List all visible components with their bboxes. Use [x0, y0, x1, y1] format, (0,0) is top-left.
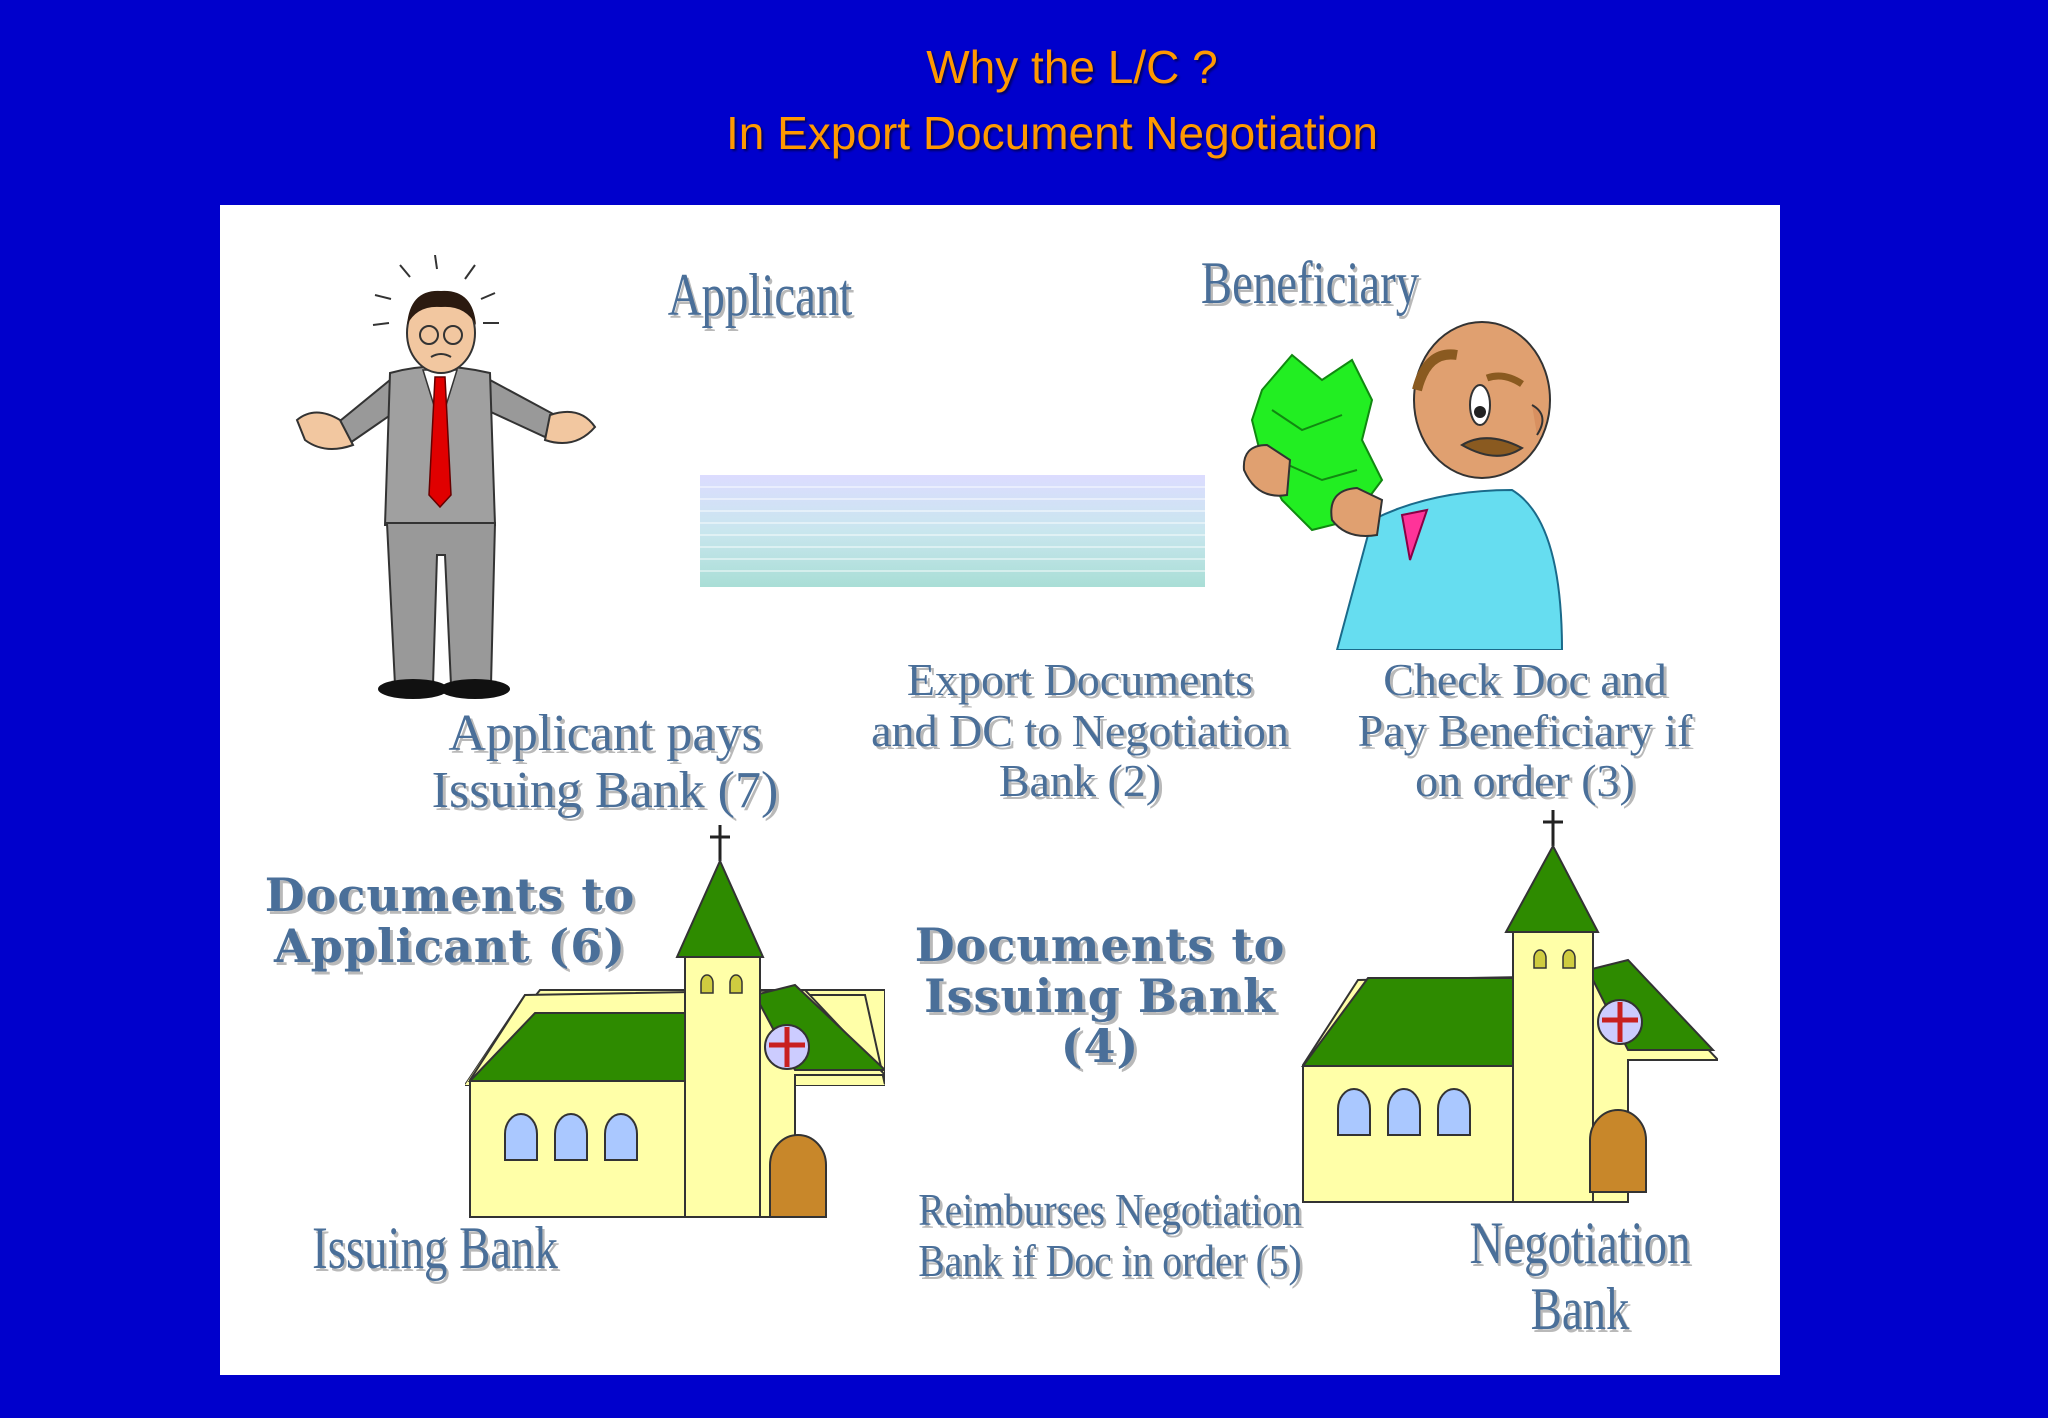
step-6-label: Documents to Applicant (6)	[235, 870, 665, 971]
step-2-line-2: and DC to Negotiation	[871, 704, 1289, 756]
beneficiary-label: Beneficiary	[1200, 250, 1420, 316]
issuing-bank-church-icon	[465, 825, 885, 1218]
step-7-line-2: Issuing Bank (7)	[431, 762, 779, 820]
step-5-line-2: Bank if Doc in order (5)	[918, 1234, 1302, 1286]
negotiation-bank-church-icon	[1301, 810, 1718, 1203]
step-5-line-1: Reimburses Negotiation	[918, 1184, 1302, 1235]
step-2-line-3: Bank (2)	[998, 755, 1162, 807]
step-7-line-1: Applicant pays	[448, 705, 762, 762]
slide-subtitle: In Export Document Negotiation	[725, 107, 1379, 159]
step-3-line-1: Check Doc and	[1383, 654, 1667, 705]
flow-banner	[700, 475, 1205, 587]
step-6-line-1: Documents to	[264, 868, 636, 922]
applicant-label: Applicant	[667, 262, 853, 328]
step-5-label: Reimburses Negotiation Bank if Doc in or…	[895, 1184, 1325, 1286]
step-3-label: Check Doc and Pay Beneficiary if on orde…	[1325, 654, 1725, 807]
negotiation-bank-label: Negotiation Bank	[1469, 1210, 1691, 1342]
step-2-label: Export Documents and DC to Negotiation B…	[830, 654, 1330, 807]
step-4-line-1: Documents to	[914, 918, 1286, 972]
step-6-line-2: Applicant (6)	[273, 918, 627, 973]
step-2-line-1: Export Documents	[906, 654, 1254, 705]
step-7-label: Applicant pays Issuing Bank (7)	[395, 705, 815, 819]
happy-beneficiary-icon	[1242, 321, 1564, 650]
worried-businessman-icon	[295, 255, 597, 699]
slide-title: Why the L/C ?	[926, 41, 1218, 93]
issuing-bank-label: Issuing Bank	[312, 1215, 558, 1281]
step-3-line-3: on order (3)	[1415, 755, 1635, 807]
step-4-line-2: Issuing Bank (4)	[924, 968, 1276, 1074]
step-4-label: Documents to Issuing Bank (4)	[880, 920, 1320, 1072]
step-3-line-2: Pay Beneficiary if	[1357, 704, 1693, 756]
